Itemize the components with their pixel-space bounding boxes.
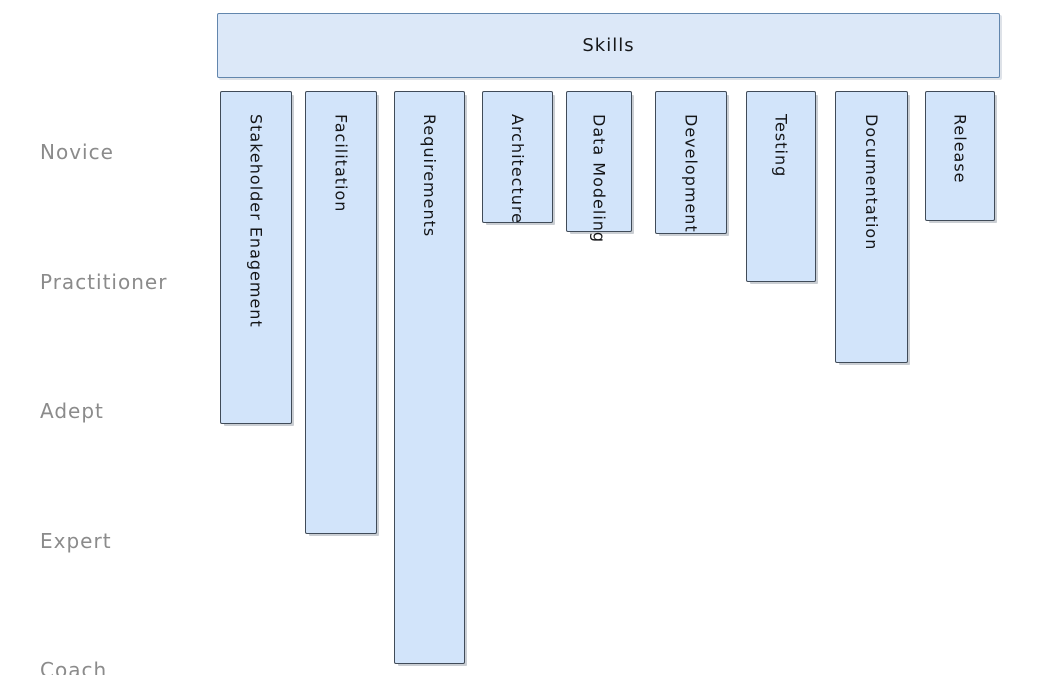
skill-bar-label: Requirements [420,114,439,238]
skill-bar: Release [925,91,995,221]
level-label-practitioner: Practitioner [40,269,168,294]
skills-header-bar: Skills [217,13,1000,78]
skill-bar: Requirements [394,91,465,664]
skill-bar: Architecture [482,91,553,224]
skill-bar: Testing [746,91,816,282]
skill-bar-label: Release [950,114,970,184]
level-label-adept: Adept [40,399,104,423]
skill-bar-label: Architecture [508,114,527,224]
skill-bar: Development [655,91,727,234]
level-label-novice: Novice [40,140,114,164]
skill-bar-label: Data Modeling [589,114,609,244]
skills-header-label: Skills [582,35,635,56]
skill-bar-label: Stakeholder Enagement [246,114,266,328]
skill-bar-label: Development [681,114,701,233]
skill-bar-label: Testing [771,114,791,178]
level-label-expert: Expert [40,528,112,553]
skill-bar-label: Facilitation [331,114,351,213]
skill-bar-label: Documentation [862,114,881,251]
skill-bar: Data Modeling [566,91,632,243]
skill-bar: Stakeholder Enagement [220,91,292,424]
level-label-coach: Coach [40,658,108,675]
skill-bar: Facilitation [305,91,377,534]
skill-bar: Documentation [835,91,908,363]
